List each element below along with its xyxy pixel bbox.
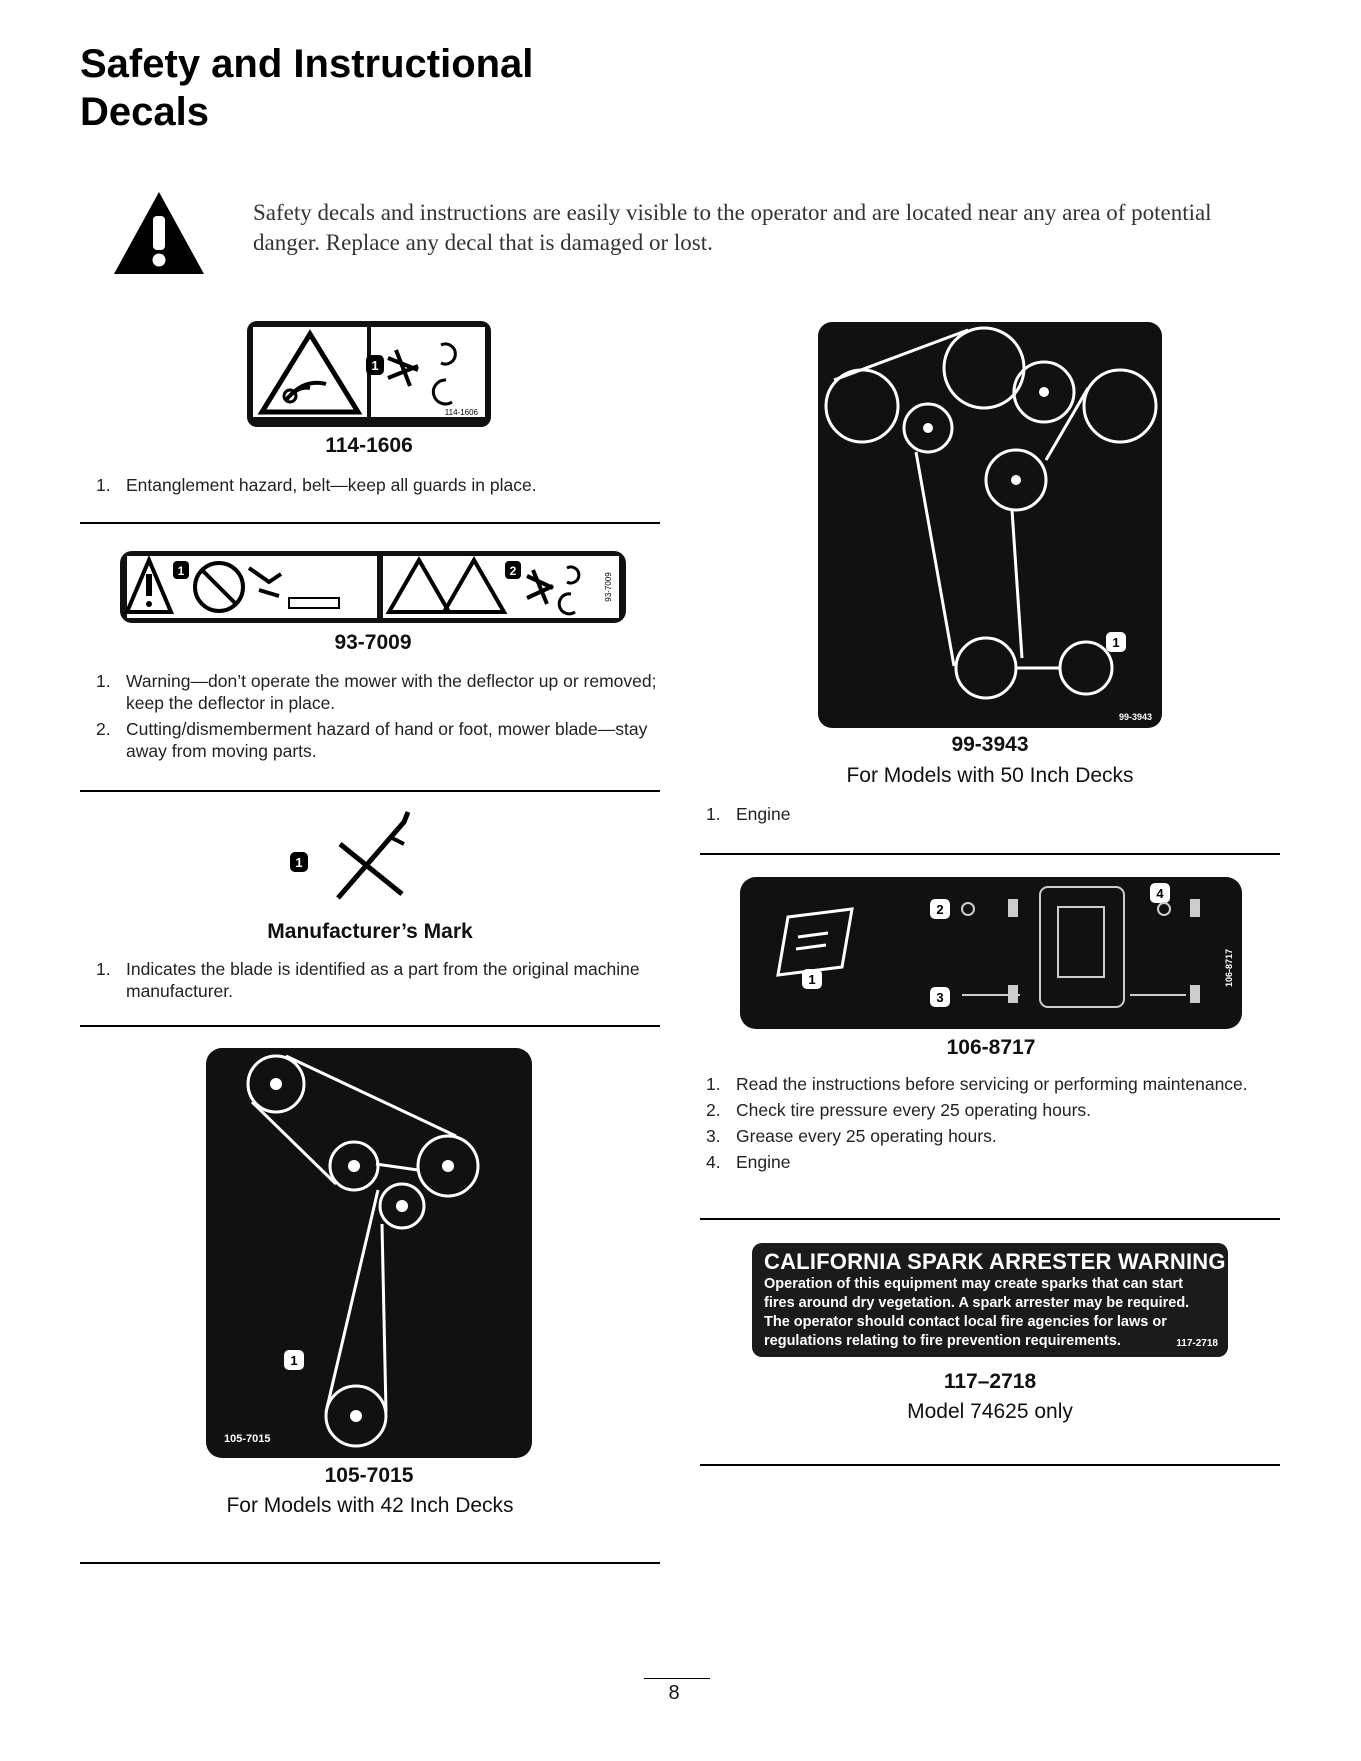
page-number-rule xyxy=(644,1678,710,1679)
svg-text:3: 3 xyxy=(936,990,943,1005)
decal-93-7009-code: 93-7009 xyxy=(334,631,412,654)
decal-99-3943-image: 1 99-3943 xyxy=(818,322,1162,728)
svg-text:93-7009: 93-7009 xyxy=(604,572,613,602)
spark-warning-line: The operator should contact local fire a… xyxy=(764,1314,1167,1330)
spark-warning-line: fires around dry vegetation. A spark arr… xyxy=(764,1295,1190,1311)
list-item: 1.Read the instructions before servicing… xyxy=(706,1074,1248,1094)
section-divider xyxy=(700,1464,1280,1466)
list-item: 1.Entanglement hazard, belt—keep all gua… xyxy=(96,475,537,495)
decal-93-7009-image: 1 2 93-7009 xyxy=(120,551,626,623)
intro-paragraph: Safety decals and instructions are easil… xyxy=(253,200,1212,255)
warning-triangle-icon xyxy=(114,192,204,274)
decal-117-2718-image: CALIFORNIA SPARK ARRESTER WARNING Operat… xyxy=(752,1243,1228,1357)
decal-106-8717-image: 1 2 3 4 106-8717 xyxy=(740,877,1242,1029)
decal-105-7015-code: 105-7015 xyxy=(324,1464,414,1487)
svg-text:1: 1 xyxy=(295,855,302,870)
decal-105-7015-image: 1 105-7015 xyxy=(206,1048,532,1458)
decal-99-3943-subtitle: For Models with 50 Inch Decks xyxy=(846,764,1134,787)
svg-text:1: 1 xyxy=(290,1353,297,1368)
svg-text:106-8717: 106-8717 xyxy=(1224,949,1234,987)
list-item: 4.Engine xyxy=(706,1152,791,1172)
page-title-line1: Safety and Instructional xyxy=(80,42,534,86)
section-divider xyxy=(80,790,660,792)
spark-label-code: 117-2718 xyxy=(1176,1338,1218,1349)
decal-99-3943-code: 99-3943 xyxy=(951,733,1029,756)
svg-text:1: 1 xyxy=(808,972,815,987)
svg-text:4: 4 xyxy=(1156,886,1164,901)
manufacturers-mark-items: 1.Indicates the blade is identified as a… xyxy=(90,958,670,1006)
svg-text:114-1606: 114-1606 xyxy=(445,408,479,417)
section-divider xyxy=(700,853,1280,855)
decal-99-3943-items: 1.Engine xyxy=(700,803,1260,829)
svg-text:105-7015: 105-7015 xyxy=(224,1433,271,1445)
decal-117-2718-code: 117–2718 xyxy=(943,1370,1037,1393)
list-item: 1.Engine xyxy=(706,804,791,824)
svg-text:2: 2 xyxy=(936,902,943,917)
list-item: 1.Indicates the blade is identified as a… xyxy=(96,959,640,1001)
decal-114-1606-code: 114-1606 xyxy=(325,434,413,457)
svg-text:1: 1 xyxy=(178,564,185,578)
spark-warning-line: Operation of this equipment may create s… xyxy=(764,1276,1184,1292)
svg-text:99-3943: 99-3943 xyxy=(1119,712,1152,722)
decal-93-7009-items: 1.Warning—don’t operate the mower with t… xyxy=(90,670,670,766)
operator-manual-icon xyxy=(776,907,854,977)
section-divider xyxy=(80,1562,660,1564)
list-item: 2.Check tire pressure every 25 operating… xyxy=(706,1100,1092,1120)
section-divider xyxy=(80,522,660,524)
svg-text:2: 2 xyxy=(510,564,517,578)
page-number: 8 xyxy=(668,1682,680,1704)
decal-106-8717-items: 1.Read the instructions before servicing… xyxy=(700,1073,1260,1177)
decal-105-7015-subtitle: For Models with 42 Inch Decks xyxy=(226,1494,514,1517)
section-divider xyxy=(80,1025,660,1027)
page-title-line2: Decals xyxy=(80,90,209,134)
svg-text:1: 1 xyxy=(1112,635,1119,650)
decal-106-8717-code: 106-8717 xyxy=(946,1036,1036,1059)
decal-114-1606-image: 1 114-1606 xyxy=(247,321,491,427)
page-title: Safety and Instructional Decals xyxy=(80,40,533,136)
section-divider xyxy=(700,1218,1280,1220)
decal-117-2718-subtitle: Model 74625 only xyxy=(907,1400,1073,1423)
spark-warning-title: CALIFORNIA SPARK ARRESTER WARNING xyxy=(764,1249,1226,1274)
decal-114-1606-items: 1.Entanglement hazard, belt—keep all gua… xyxy=(90,474,650,500)
list-item: 3.Grease every 25 operating hours. xyxy=(706,1126,997,1146)
manufacturer-mark-icon: 1 xyxy=(290,811,411,900)
spark-warning-line: regulations relating to fire prevention … xyxy=(764,1333,1121,1349)
list-item: 1.Warning—don’t operate the mower with t… xyxy=(96,671,657,713)
manufacturers-mark-title: Manufacturer’s Mark xyxy=(267,920,473,943)
svg-text:1: 1 xyxy=(371,358,378,373)
list-item: 2.Cutting/dismemberment hazard of hand o… xyxy=(96,719,648,761)
